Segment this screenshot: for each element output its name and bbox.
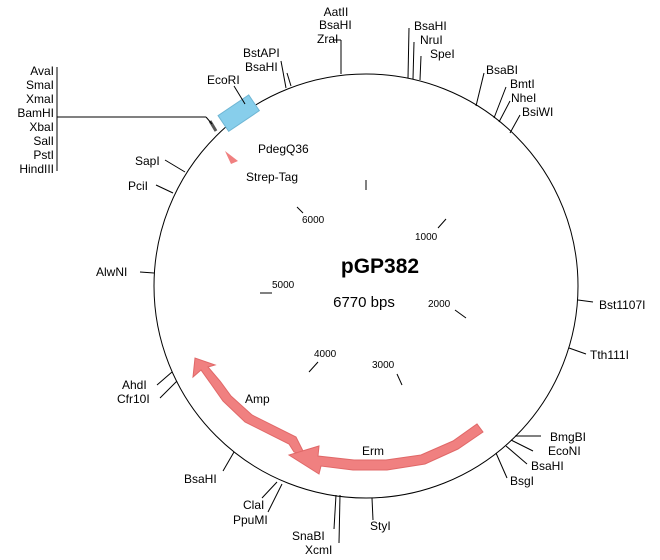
tick-label-4000: 4000	[314, 349, 337, 360]
site-label-bsahi-bl: BsaHI	[184, 472, 217, 486]
site-group-bottom: BsaHI ClaI PpuMI SnaBI XcmI StyI	[184, 451, 391, 557]
site-group-right-upper: BsaBI BmtI NheI BsiWI	[475, 63, 553, 134]
tick-mark-1000	[437, 218, 447, 229]
site-label-snabi: SnaBI	[292, 529, 325, 543]
site-label-aval: AvaI	[30, 64, 54, 78]
site-label-bsahi-tr: BsaHI	[414, 19, 447, 33]
site-label-bmti: BmtI	[510, 77, 535, 91]
site-label-bsiwi: BsiWI	[522, 105, 553, 119]
site-label-spei: SpeI	[430, 47, 455, 61]
plasmid-backbone	[153, 73, 579, 499]
site-label-cfr10i: Cfr10I	[117, 392, 150, 406]
site-group-right: Bst1107I Tth111I	[568, 298, 645, 362]
site-label-xmai: XmaI	[26, 92, 54, 106]
promoter-label: PdegQ36	[258, 142, 309, 156]
site-label-nrui: NruI	[420, 33, 443, 47]
mcs-bracket	[56, 67, 213, 171]
tick-mark-2000	[454, 309, 467, 319]
site-label-nhei: NheI	[511, 91, 536, 105]
site-label-bsahi-br: BsaHI	[531, 459, 564, 473]
plasmid-length: 6770 bps	[333, 294, 395, 311]
site-label-pcii: PciI	[128, 179, 148, 193]
site-label-hindiii: HindIII	[19, 162, 54, 176]
site-label-xcmi: XcmI	[305, 543, 332, 557]
tick-label-1000: 1000	[415, 232, 438, 243]
mcs-site-labels: AvaI SmaI XmaI BamHI XbaI SalI PstI Hind…	[17, 64, 54, 176]
site-label-alwni: AlwNI	[96, 265, 127, 279]
erm-arrow	[287, 423, 484, 475]
site-label-ecori: EcoRI	[207, 73, 240, 87]
site-label-bst1107i: Bst1107I	[599, 298, 645, 312]
tick-mark-3000	[396, 373, 403, 386]
amp-label: Amp	[245, 392, 270, 406]
site-label-bmgbi: BmgBI	[550, 430, 586, 444]
site-label-bstapi: BstAPI	[243, 46, 280, 60]
site-label-econi: EcoNI	[548, 444, 581, 458]
site-label-aatii: AatII	[324, 5, 349, 19]
site-label-ahdi: AhdI	[122, 378, 147, 392]
strep-tag-feature	[225, 151, 238, 164]
site-group-top: AatII BsaHI ZraI	[317, 5, 352, 74]
site-label-bamhi: BamHI	[17, 106, 54, 120]
site-label-smai: SmaI	[26, 78, 54, 92]
tick-label-3000: 3000	[372, 360, 395, 371]
tick-label-2000: 2000	[428, 299, 451, 310]
promoter-feature	[217, 94, 261, 133]
site-label-ppumi: PpuMI	[233, 513, 268, 527]
site-label-zrai: ZraI	[317, 32, 338, 46]
tick-label-5000: 5000	[272, 280, 295, 291]
site-label-tth111i: Tth111I	[590, 348, 629, 362]
amp-arrow	[192, 357, 306, 456]
tick-mark-6000	[296, 206, 304, 214]
strep-tag-label: Strep-Tag	[246, 170, 298, 184]
tick-label-6000: 6000	[302, 215, 325, 226]
site-group-left-lower: AhdI Cfr10I	[117, 371, 178, 406]
site-label-clai: ClaI	[243, 498, 264, 512]
site-group-top-right: BsaHI NruI SpeI	[407, 19, 455, 81]
site-label-styi: StyI	[370, 519, 391, 533]
site-label-psti: PstI	[33, 148, 54, 162]
site-label-bsahi-top: BsaHI	[319, 18, 352, 32]
site-label-sapi: SapI	[135, 154, 160, 168]
site-label-bsabi: BsaBI	[486, 63, 518, 77]
plasmid-name: pGP382	[341, 255, 419, 278]
site-group-left: SapI PciI AlwNI	[96, 154, 186, 279]
site-label-bsahi-tl: BsaHI	[245, 60, 278, 74]
erm-label: Erm	[362, 444, 384, 458]
tick-mark-4000	[308, 361, 319, 373]
site-label-sali: SalI	[33, 134, 54, 148]
site-label-xbai: XbaI	[29, 120, 54, 134]
site-group-bottom-right: BmgBI EcoNI BsaHI BsgI	[495, 430, 586, 488]
site-group-top-left: BstAPI BsaHI EcoRI	[207, 46, 292, 105]
site-label-bsgi: BsgI	[510, 474, 534, 488]
